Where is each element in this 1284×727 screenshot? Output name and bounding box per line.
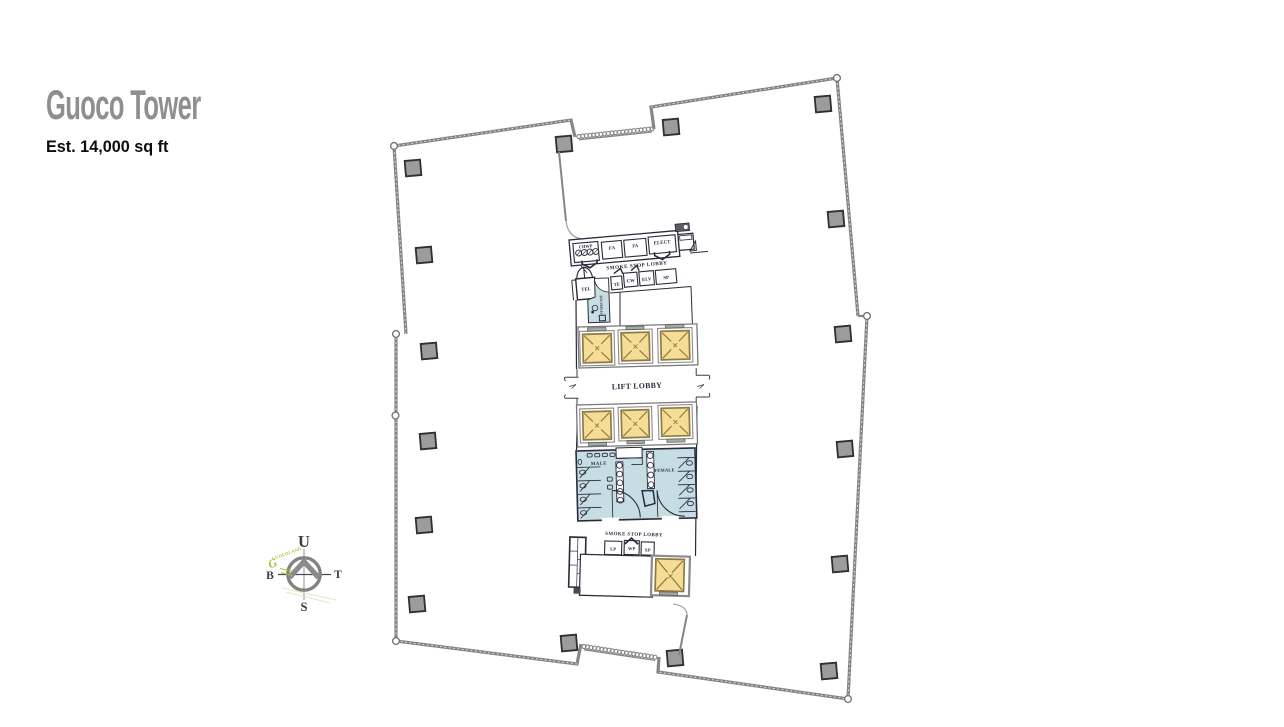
svg-text:SMOKE STOP LOBBY: SMOKE STOP LOBBY: [605, 532, 663, 539]
svg-text:MALE: MALE: [591, 462, 607, 467]
svg-text:CHWP: CHWP: [579, 243, 593, 249]
svg-text:S: S: [301, 600, 308, 614]
svg-text:TE: TE: [613, 283, 620, 289]
svg-text:EA: EA: [608, 245, 615, 251]
svg-text:T: T: [334, 569, 342, 581]
svg-text:B: B: [266, 570, 274, 582]
svg-text:STAIRCASE: STAIRCASE: [599, 294, 604, 314]
svg-text:WP: WP: [628, 546, 636, 551]
svg-text:FEMALE: FEMALE: [654, 467, 675, 473]
svg-text:U: U: [298, 532, 310, 551]
svg-text:FA: FA: [632, 243, 639, 249]
svg-text:ELECT: ELECT: [653, 240, 671, 247]
svg-text:SP: SP: [663, 276, 669, 281]
svg-text:TEL: TEL: [581, 287, 591, 293]
svg-text:LIFT LOBBY: LIFT LOBBY: [612, 381, 663, 392]
svg-text:LP: LP: [610, 547, 616, 552]
svg-text:XP: XP: [645, 547, 651, 552]
svg-text:ELV: ELV: [642, 277, 652, 283]
svg-text:CW: CW: [627, 279, 636, 285]
